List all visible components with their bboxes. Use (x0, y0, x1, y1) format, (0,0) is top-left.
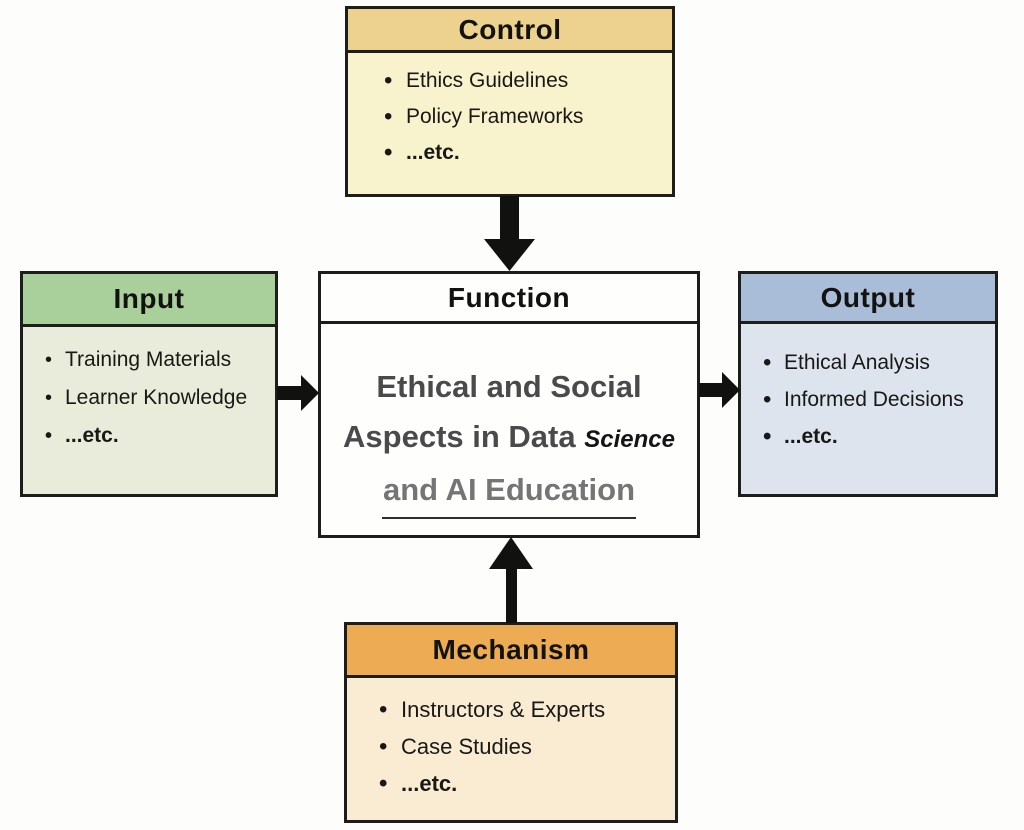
control-list: Ethics Guidelines Policy Frameworks ...e… (348, 53, 672, 167)
arrow-control-to-function-icon (484, 196, 535, 271)
mechanism-item-etc: ...etc. (371, 768, 669, 800)
function-line-2: Aspects in Data Science (321, 412, 697, 465)
control-item-ethics-guidelines: Ethics Guidelines (376, 67, 662, 95)
function-box: Function Ethical and Social Aspects in D… (318, 271, 700, 538)
output-item-etc: ...etc. (757, 422, 993, 452)
function-line-2-main: Aspects in Data (343, 419, 576, 454)
mechanism-list: Instructors & Experts Case Studies ...et… (347, 678, 675, 800)
input-item-etc: ...etc. (39, 421, 271, 451)
output-list: Ethical Analysis Informed Decisions ...e… (741, 324, 995, 452)
control-box: Control Ethics Guidelines Policy Framewo… (345, 6, 675, 197)
input-box: Input Training Materials Learner Knowled… (20, 271, 278, 497)
function-underline (382, 517, 636, 519)
input-item-training-materials: Training Materials (39, 345, 271, 375)
function-description: Ethical and Social Aspects in Data Scien… (321, 324, 697, 519)
mechanism-title: Mechanism (347, 625, 675, 678)
mechanism-item-instructors-experts: Instructors & Experts (371, 694, 669, 726)
input-list: Training Materials Learner Knowledge ...… (23, 327, 275, 451)
arrow-input-to-function-icon (277, 375, 319, 411)
output-item-ethical-analysis: Ethical Analysis (757, 348, 993, 378)
output-box: Output Ethical Analysis Informed Decisio… (738, 271, 998, 497)
input-item-learner-knowledge: Learner Knowledge (39, 383, 271, 413)
function-line-3: and AI Education (382, 472, 636, 507)
control-title: Control (348, 9, 672, 53)
function-line-1: Ethical and Social (376, 369, 642, 404)
input-title: Input (23, 274, 275, 327)
control-item-policy-frameworks: Policy Frameworks (376, 103, 662, 131)
arrow-mechanism-to-function-icon (489, 537, 533, 623)
control-item-etc: ...etc. (376, 139, 662, 167)
mechanism-box: Mechanism Instructors & Experts Case Stu… (344, 622, 678, 823)
function-title: Function (321, 274, 697, 324)
arrow-function-to-output-icon (699, 372, 740, 408)
output-item-informed-decisions: Informed Decisions (757, 385, 993, 415)
mechanism-item-case-studies: Case Studies (371, 731, 669, 763)
function-line-2-science: Science (584, 426, 675, 453)
output-title: Output (741, 274, 995, 324)
